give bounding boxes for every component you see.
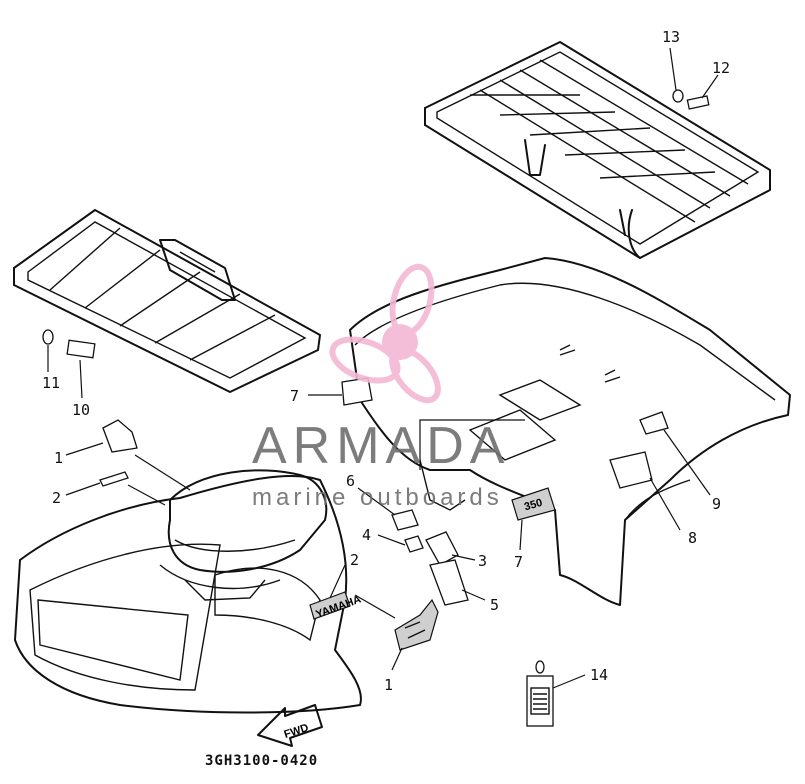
- decal-12: [686, 95, 710, 110]
- front-side-model-decal: [394, 598, 439, 651]
- callout-14: 14: [590, 666, 608, 684]
- callout-labels: 13 12 11 10 1 2 7 6 4 3 5 7 2 1 9 8 14: [42, 28, 730, 694]
- decal-10: [66, 339, 96, 359]
- decal-4: [404, 535, 424, 553]
- callout-4: 4: [362, 526, 371, 544]
- decal-8: [609, 451, 653, 489]
- callout-7-upper: 7: [290, 387, 299, 405]
- svg-text:350: 350: [523, 497, 544, 514]
- callout-1-front: 1: [384, 676, 393, 694]
- callout-9: 9: [712, 495, 721, 513]
- decal-9: [639, 411, 669, 435]
- callout-2-front: 2: [350, 551, 359, 569]
- front-carrier-rack: [13, 209, 321, 393]
- rear-carrier-rack: [424, 41, 771, 259]
- warning-label-14: [526, 660, 554, 727]
- callout-13: 13: [662, 28, 680, 46]
- watermark-tagline: marine outboards: [252, 484, 503, 511]
- callout-8: 8: [688, 529, 697, 547]
- callout-7-lower: 7: [514, 553, 523, 571]
- decal-1-top: [102, 419, 138, 453]
- decal-6: [391, 509, 419, 531]
- callout-12: 12: [712, 59, 730, 77]
- decal-5: [429, 559, 469, 606]
- cap-11: [42, 329, 54, 345]
- leader-lines: [47, 47, 719, 689]
- callout-10: 10: [72, 401, 90, 419]
- brand-watermark: ARMADA marine outboards: [252, 263, 510, 511]
- callout-2-left: 2: [52, 489, 61, 507]
- rear-model-decal: 350: [511, 487, 556, 521]
- callout-5: 5: [490, 596, 499, 614]
- watermark-brand: ARMADA: [252, 417, 510, 475]
- decal-3: [425, 531, 459, 566]
- svg-text:FWD: FWD: [283, 722, 311, 741]
- callout-3: 3: [478, 552, 487, 570]
- callout-1-top: 1: [54, 449, 63, 467]
- decal-2-strip-left: [99, 471, 129, 487]
- propeller-logo-icon: [329, 263, 441, 404]
- callout-6: 6: [346, 472, 355, 490]
- callout-11: 11: [42, 374, 60, 392]
- cap-13: [672, 89, 684, 103]
- diagram-part-number: 3GH3100-0420: [205, 753, 318, 769]
